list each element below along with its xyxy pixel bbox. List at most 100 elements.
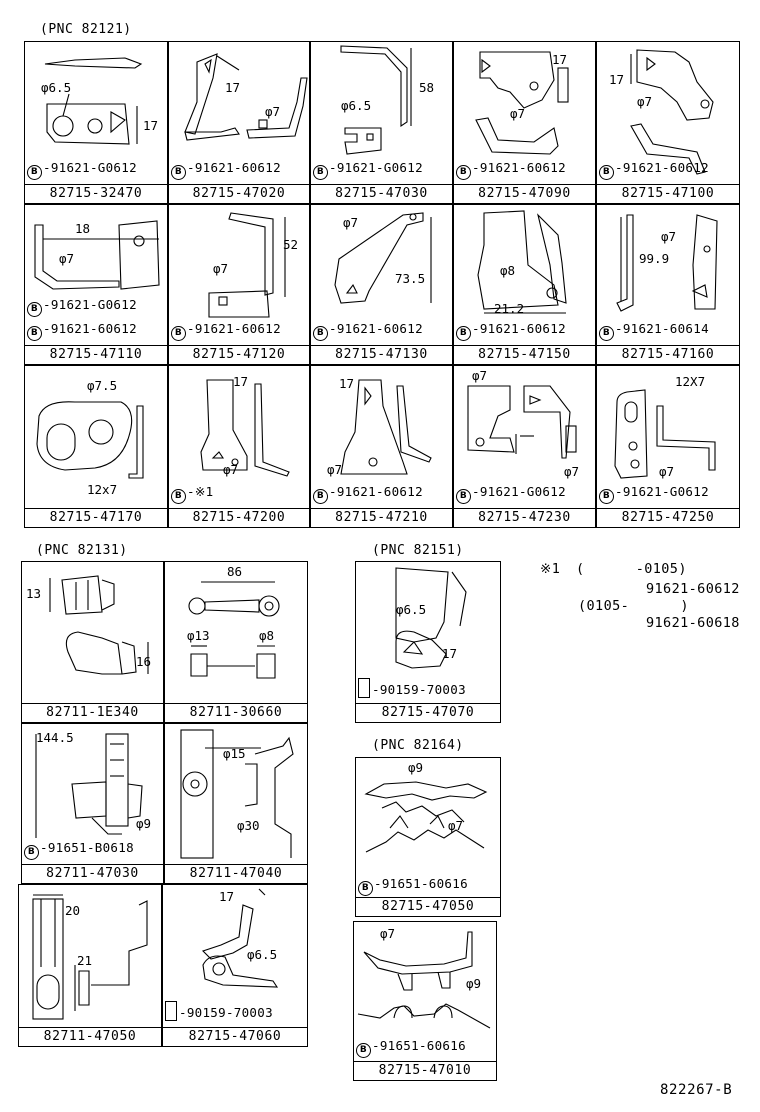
dimension-label: 17 bbox=[552, 52, 568, 67]
part-number: 82711-47040 bbox=[165, 864, 307, 883]
part-cell-82715-47110[interactable]: 18 φ7 B-91621-G0612 B-91621-60612 82715-… bbox=[24, 204, 168, 365]
part-number: 82715-47020 bbox=[169, 184, 309, 203]
part-cell-82715-47090[interactable]: 17 φ7 B-91621-60612 82715-47090 bbox=[453, 41, 596, 204]
part-cell-82715-47200[interactable]: 17 φ7 B-※1 82715-47200 bbox=[168, 365, 310, 528]
part-cell-82711-47030[interactable]: 144.5 φ9 B-91651-B0618 82711-47030 bbox=[21, 723, 164, 884]
part-cell-82711-1E340[interactable]: 13 16 82711-1E340 bbox=[21, 561, 164, 723]
dimension-label: φ7 bbox=[637, 94, 653, 109]
dimension-label: 13 bbox=[26, 586, 42, 601]
part-cell-82715-47100[interactable]: 17 φ7 B-91621-60612 82715-47100 bbox=[596, 41, 740, 204]
part-cell-82711-47040[interactable]: φ15 φ30 82711-47040 bbox=[164, 723, 308, 884]
part-cell-82715-47030[interactable]: φ6.5 58 B-91621-G0612 82715-47030 bbox=[310, 41, 453, 204]
dimension-label: φ7 bbox=[59, 251, 75, 266]
part-number: 82715-47090 bbox=[454, 184, 595, 203]
bolt-callout: B-91651-60616 bbox=[358, 876, 468, 896]
dimension-label: φ7 bbox=[223, 462, 239, 477]
part-number: 82711-30660 bbox=[165, 703, 307, 722]
dimension-label: 52 bbox=[283, 237, 299, 252]
part-cell-82715-47230[interactable]: φ7 φ7 B-91621-G0612 82715-47230 bbox=[453, 365, 596, 528]
dimension-label: φ6.5 bbox=[41, 80, 72, 95]
screw-icon bbox=[165, 1001, 177, 1021]
dimension-label: φ6.5 bbox=[341, 98, 372, 113]
dimension-label: φ6.5 bbox=[396, 602, 427, 617]
dimension-label: φ7 bbox=[327, 462, 343, 477]
dimension-label: φ7 bbox=[343, 215, 359, 230]
dimension-label: 58 bbox=[419, 80, 435, 95]
dimension-label: φ8 bbox=[259, 628, 275, 643]
part-number: 82715-47170 bbox=[25, 508, 167, 527]
part-cell-82715-47160[interactable]: φ7 99.9 B-91621-60614 82715-47160 bbox=[596, 204, 740, 365]
part-number: 82711-47030 bbox=[22, 864, 163, 883]
dimension-label: φ7 bbox=[380, 926, 396, 941]
part-cell-82715-47130[interactable]: φ7 73.5 B-91621-60612 82715-47130 bbox=[310, 204, 453, 365]
dimension-label: φ6.5 bbox=[247, 947, 278, 962]
bolt-symbol-icon: B bbox=[27, 302, 42, 317]
part-number: 82711-1E340 bbox=[22, 703, 163, 722]
bolt-callout: B-91621-60612 bbox=[456, 160, 566, 180]
part-number: 82715-47150 bbox=[454, 345, 595, 364]
dimension-label: φ15 bbox=[223, 746, 246, 761]
part-cell-82715-47060[interactable]: 17 φ6.5 -90159-70003 82715-47060 bbox=[162, 884, 308, 1047]
dimension-label: φ9 bbox=[136, 816, 152, 831]
clip-drawing bbox=[49, 575, 149, 675]
bolt-callout: B-91621-60612 bbox=[313, 484, 423, 504]
bolt-callout: B-91621-G0612 bbox=[27, 297, 137, 317]
bolt-callout: -90159-70003 bbox=[358, 678, 466, 698]
footnote-part-2: 91621-60618 bbox=[646, 615, 740, 631]
bolt-symbol-icon: B bbox=[313, 326, 328, 341]
part-cell-82715-47170[interactable]: φ7.5 12x7 82715-47170 bbox=[24, 365, 168, 528]
part-number: 82715-32470 bbox=[25, 184, 167, 203]
part-cell-82715-47070[interactable]: φ6.5 17 -90159-70003 82715-47070 bbox=[355, 561, 501, 723]
bolt-symbol-icon: B bbox=[599, 326, 614, 341]
bolt-callout: B-91621-G0612 bbox=[27, 160, 137, 180]
part-number: 82715-47110 bbox=[25, 345, 167, 364]
bracket-drawing bbox=[395, 567, 467, 669]
bracket-drawing bbox=[44, 57, 143, 145]
dimension-label: 17 bbox=[339, 376, 355, 391]
dimension-label: 86 bbox=[227, 564, 243, 579]
dimension-label: 73.5 bbox=[395, 271, 426, 286]
dimension-label: 16 bbox=[136, 654, 152, 669]
dimension-label: φ7 bbox=[448, 818, 464, 833]
footnote-part-1: 91621-60612 bbox=[646, 581, 740, 597]
part-number: 82715-47100 bbox=[597, 184, 739, 203]
bolt-callout: B-91621-60612 bbox=[313, 321, 423, 341]
bolt-callout: B-91621-G0612 bbox=[456, 484, 566, 504]
bolt-symbol-icon: B bbox=[24, 845, 39, 860]
dimension-label: φ13 bbox=[187, 628, 210, 643]
part-cell-82711-30660[interactable]: 86 φ13 φ8 82711-30660 bbox=[164, 561, 308, 723]
dimension-label: 12X7 bbox=[675, 374, 706, 389]
dimension-label: 18 bbox=[75, 221, 91, 236]
part-number: 82715-47200 bbox=[169, 508, 309, 527]
bolt-symbol-icon: B bbox=[171, 326, 186, 341]
dimension-label: 21 bbox=[77, 953, 93, 968]
part-cell-82715-47050[interactable]: φ9 φ7 B-91651-60616 82715-47050 bbox=[355, 757, 501, 917]
bracket-drawing bbox=[357, 931, 491, 1029]
bolt-symbol-icon: B bbox=[456, 489, 471, 504]
dimension-label: φ30 bbox=[237, 818, 260, 833]
part-cell-82711-47050[interactable]: 20 21 82711-47050 bbox=[18, 884, 162, 1047]
dimension-label: 144.5 bbox=[36, 730, 74, 745]
bolt-symbol-icon: B bbox=[358, 881, 373, 896]
part-cell-82715-47020[interactable]: 17 φ7 B-91621-60612 82715-47020 bbox=[168, 41, 310, 204]
dimension-label: 17 bbox=[442, 646, 458, 661]
dimension-label: 99.9 bbox=[639, 251, 670, 266]
part-cell-82715-47120[interactable]: φ7 52 B-91621-60612 82715-47120 bbox=[168, 204, 310, 365]
part-cell-82715-47150[interactable]: φ8 21.2 B-91621-60612 82715-47150 bbox=[453, 204, 596, 365]
bracket-drawing bbox=[614, 389, 716, 479]
bolt-symbol-icon: B bbox=[456, 165, 471, 180]
dimension-label: φ9 bbox=[466, 976, 482, 991]
bracket-drawing bbox=[34, 220, 160, 290]
bracket-drawing bbox=[616, 214, 718, 312]
bolt-symbol-icon: B bbox=[599, 489, 614, 504]
bracket-drawing bbox=[630, 49, 714, 175]
bolt-symbol-icon: B bbox=[313, 489, 328, 504]
clip-drawing bbox=[35, 733, 143, 838]
bolt-callout: -90159-70003 bbox=[165, 1001, 273, 1021]
bracket-drawing bbox=[208, 212, 286, 318]
part-cell-82715-47010[interactable]: φ7 φ9 B-91651-60616 82715-47010 bbox=[353, 921, 497, 1081]
part-cell-82715-32470[interactable]: φ6.5 17 B-91621-G0612 82715-32470 bbox=[24, 41, 168, 204]
part-cell-82715-47210[interactable]: 17 φ7 B-91621-60612 82715-47210 bbox=[310, 365, 453, 528]
part-cell-82715-47250[interactable]: 12X7 φ7 B-91621-G0612 82715-47250 bbox=[596, 365, 740, 528]
bolt-symbol-icon: B bbox=[599, 165, 614, 180]
